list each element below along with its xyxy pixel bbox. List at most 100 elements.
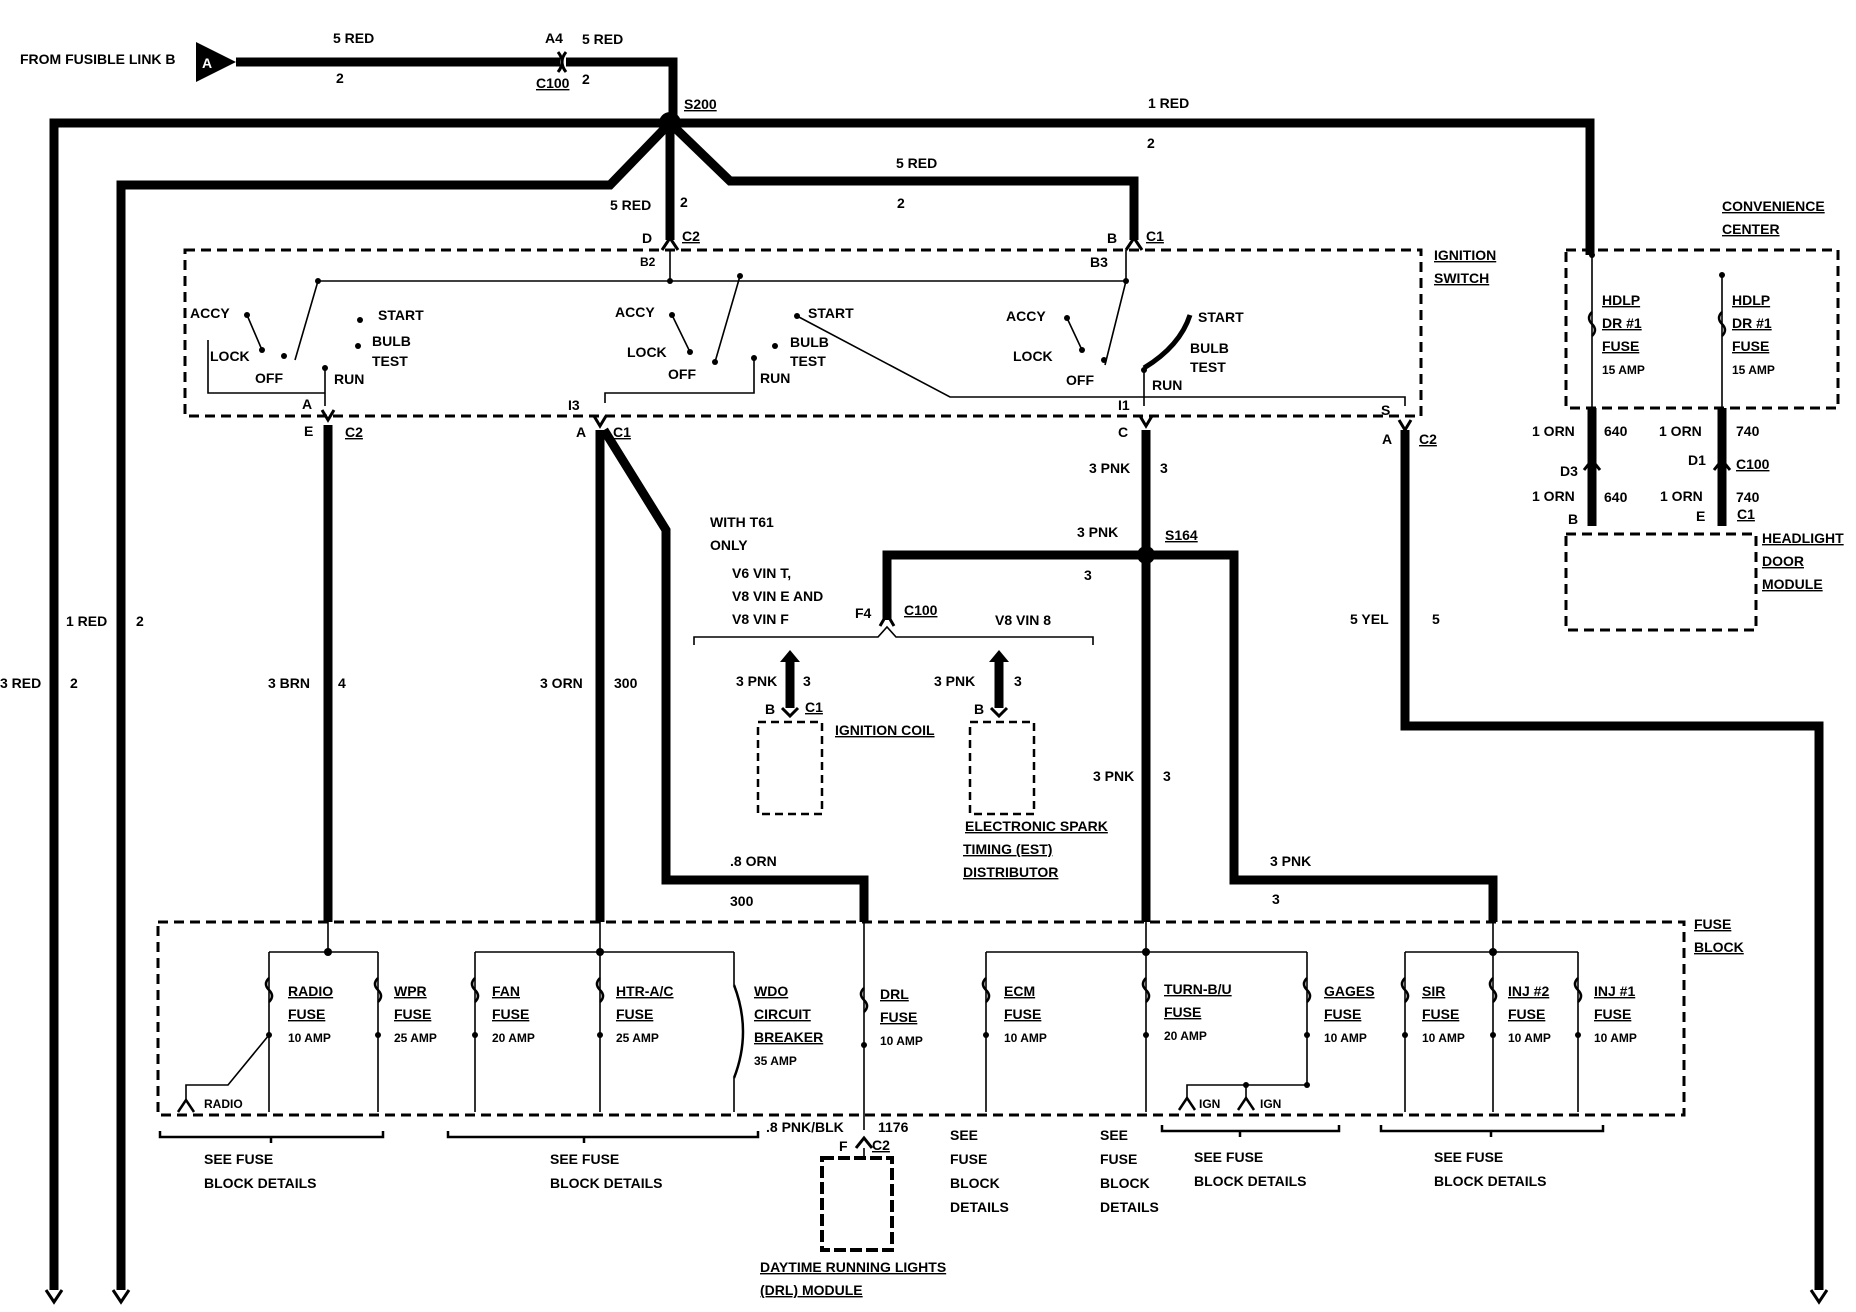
wire-740-num-2: 740 — [1736, 489, 1760, 505]
sw3-run: RUN — [1152, 377, 1182, 393]
wire-3brn-num: 4 — [338, 675, 346, 691]
t61-l1: V6 VIN T, — [732, 565, 791, 581]
sw3-test: TEST — [1190, 359, 1226, 375]
fuse-inj2-name: INJ #2 — [1508, 983, 1549, 999]
t61-h1: WITH T61 — [710, 514, 774, 530]
see-fuse-3b: BLOCK DETAILS — [1194, 1173, 1307, 1189]
conn-e-hdm: E — [1696, 508, 1705, 524]
see-turn-3: BLOCK — [1100, 1175, 1150, 1191]
feed-wire-5red-b — [566, 57, 678, 120]
wire-3orn-label: 3 ORN — [540, 675, 583, 691]
conn-c1-top: C1 — [1146, 228, 1164, 244]
conn-a-right: A — [1382, 431, 1392, 447]
fuse-sir-fuse: FUSE — [1422, 1006, 1459, 1022]
fuse-inj1-fuse: FUSE — [1594, 1006, 1631, 1022]
t61-v8: V8 VIN 8 — [995, 612, 1051, 628]
fuse-turn-amp: 20 AMP — [1164, 1029, 1207, 1043]
fuse-radio-amp: 10 AMP — [288, 1031, 331, 1045]
hdm-title-1: HEADLIGHT — [1762, 530, 1844, 546]
coil-wire-label: 3 PNK — [736, 673, 777, 689]
wire-640-label-2: 1 ORN — [1532, 488, 1575, 504]
conn-a-mid: A — [576, 424, 586, 440]
wire-1red-left — [116, 119, 674, 1290]
est-b: B — [974, 701, 984, 717]
est-box — [968, 720, 1036, 816]
fuse-wpr-name: WPR — [394, 983, 427, 999]
ign-output-1: IGN — [1199, 1097, 1220, 1111]
fuse-symbols — [264, 977, 1583, 1013]
fuse-block-title-1: FUSE — [1694, 916, 1731, 932]
conv-hdlp-1: HDLP — [1602, 292, 1640, 308]
fuse-turn-fuse: FUSE — [1164, 1004, 1201, 1020]
fusible-link-letter: A — [202, 55, 212, 71]
conv-amp-1: 15 AMP — [1602, 363, 1645, 377]
fuse-drl-name: DRL — [880, 986, 909, 1002]
ign-title-2: SWITCH — [1434, 270, 1489, 286]
sw2-lock: LOCK — [627, 344, 667, 360]
t61-l3: V8 VIN F — [732, 611, 789, 627]
wire-5yel-num: 5 — [1432, 611, 1440, 627]
wire-3orn-num: 300 — [614, 675, 638, 691]
fuse-ecm-name: ECM — [1004, 983, 1035, 999]
t61-h2: ONLY — [710, 537, 748, 553]
wire-3pnk-branch — [1146, 550, 1498, 922]
see-fuse-3a: SEE FUSE — [1194, 1149, 1263, 1165]
conn-c: C — [1118, 424, 1128, 440]
wire-3pnk-num-2: 3 — [1084, 567, 1092, 583]
fuse-block-box — [156, 920, 1686, 1117]
see-turn-2: FUSE — [1100, 1151, 1137, 1167]
wire-5red-b-label: 5 RED — [896, 155, 937, 171]
ignition-coil-box — [756, 720, 824, 816]
est-label-2: TIMING (EST) — [963, 841, 1052, 857]
sw1-test: TEST — [372, 353, 408, 369]
sw1-run: RUN — [334, 371, 364, 387]
wire-1red-num: 2 — [1147, 135, 1155, 151]
fuse-htr-name: HTR-A/C — [616, 983, 674, 999]
wire-5yel — [1400, 430, 1824, 1290]
a4-label: A4 — [545, 30, 563, 46]
wire-5yel-label: 5 YEL — [1350, 611, 1389, 627]
wire-3pnk-label-1: 3 PNK — [1089, 460, 1130, 476]
wire-3pnk-label-4: 3 PNK — [1270, 853, 1311, 869]
fuse-wpr-fuse: FUSE — [394, 1006, 431, 1022]
wire-3pnk-num-3: 3 — [1163, 768, 1171, 784]
option-bracket — [693, 625, 1094, 645]
wire-640-num-2: 640 — [1604, 489, 1628, 505]
fuse-gages-name: GAGES — [1324, 983, 1375, 999]
conn-b3: B3 — [1090, 254, 1108, 270]
conn-c1-hdm: C1 — [1737, 506, 1755, 522]
fuse-fan-fuse: FUSE — [492, 1006, 529, 1022]
sw2-start: START — [808, 305, 854, 321]
sw2-test: TEST — [790, 353, 826, 369]
see-ecm-1: SEE — [950, 1127, 978, 1143]
fuse-turn-name: TURN-B/U — [1164, 981, 1232, 997]
drl-conn-f: F — [839, 1138, 848, 1154]
conv-hdlp-2: HDLP — [1732, 292, 1770, 308]
conn-b: B — [1107, 230, 1117, 246]
conn-a-left: A — [302, 396, 312, 412]
fb-bus-1 — [268, 922, 379, 1112]
hdm-title-2: DOOR — [1762, 553, 1804, 569]
drl-wire-num: 1176 — [878, 1119, 909, 1135]
wire-3pnk-t61 — [882, 550, 1146, 620]
conn-b-hdm: B — [1568, 511, 1578, 527]
wire-5red-d-label: 5 RED — [610, 197, 651, 213]
cb-wdo-name: WDO — [754, 983, 788, 999]
est-label-1: ELECTRONIC SPARK — [965, 818, 1108, 834]
coil-wire-num: 3 — [803, 673, 811, 689]
wire-8orn — [600, 427, 869, 922]
see-fuse-4a: SEE FUSE — [1434, 1149, 1503, 1165]
wire-740-label-1: 1 ORN — [1659, 423, 1702, 439]
see-turn-4: DETAILS — [1100, 1199, 1159, 1215]
see-fuse-1b: BLOCK DETAILS — [204, 1175, 317, 1191]
ignition-switch-box — [183, 248, 1423, 418]
feed-label-5red: 5 RED — [333, 30, 374, 46]
conn-c1-mid: C1 — [613, 424, 631, 440]
sw1-start: START — [378, 307, 424, 323]
fuse-gages-amp: 10 AMP — [1324, 1031, 1367, 1045]
c100-label: C100 — [536, 75, 570, 91]
sw1-bulb: BULB — [372, 333, 411, 349]
fuse-gages-fuse: FUSE — [1324, 1006, 1361, 1022]
sw2-accy: ACCY — [615, 304, 655, 320]
fuse-inj1-amp: 10 AMP — [1594, 1031, 1637, 1045]
